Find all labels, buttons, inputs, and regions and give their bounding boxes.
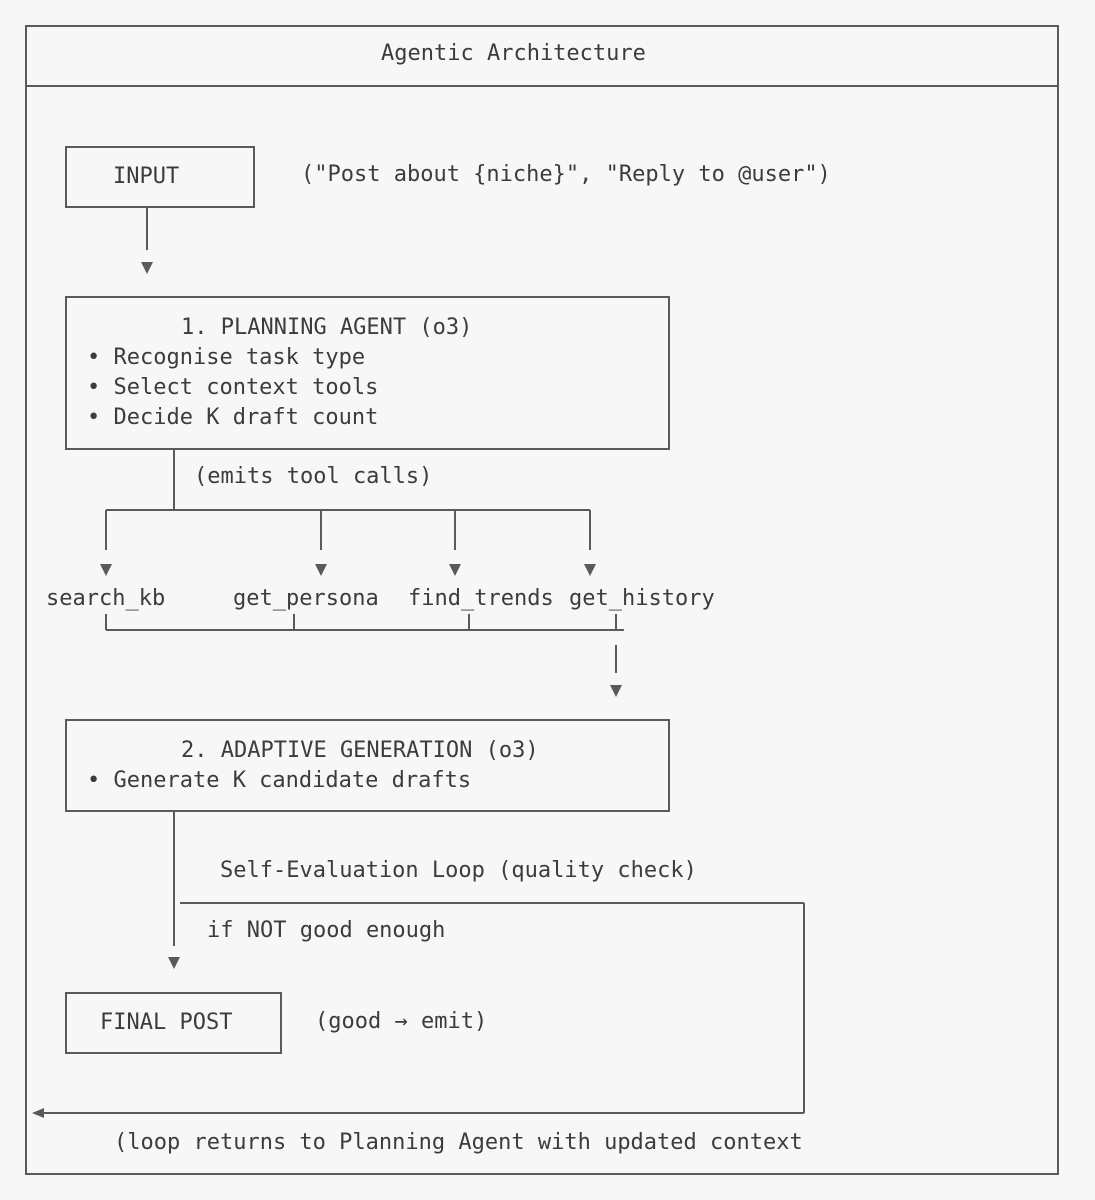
arrowhead-get-history: [584, 564, 596, 576]
planning-agent-title: 1. PLANNING AGENT (o3): [181, 315, 473, 340]
generation-bullet: • Generate K candidate drafts: [87, 768, 472, 793]
tool-get-persona: get_persona: [233, 586, 379, 611]
planning-agent-box: 1. PLANNING AGENT (o3) • Recognise task …: [65, 296, 670, 450]
final-note: (good → emit): [315, 1009, 488, 1034]
tool-get-history: get_history: [569, 586, 715, 611]
arrowhead-loop-return: [32, 1108, 44, 1118]
arrowhead-final: [168, 957, 180, 969]
planning-bullet: • Recognise task type: [87, 345, 366, 370]
tool-find-trends: find_trends: [408, 586, 554, 611]
input-examples: ("Post about {niche}", "Reply to @user"): [301, 162, 831, 187]
arrowhead-get-persona: [315, 564, 327, 576]
arrowhead-generation: [610, 685, 622, 697]
generation-title: 2. ADAPTIVE GENERATION (o3): [181, 738, 539, 763]
loop-condition: if NOT good enough: [207, 918, 446, 943]
input-label: INPUT: [113, 164, 180, 189]
loop-return-note: (loop returns to Planning Agent with upd…: [114, 1130, 803, 1155]
arrowhead-planning: [141, 262, 153, 274]
arrowhead-search-kb: [100, 564, 112, 576]
planning-bullet: • Decide K draft count: [87, 405, 379, 430]
emits-note: (emits tool calls): [194, 464, 433, 489]
outer-frame: [25, 25, 1059, 1175]
tool-search-kb: search_kb: [46, 586, 166, 611]
arrowhead-find-trends: [449, 564, 461, 576]
final-post-box: FINAL POST: [65, 992, 282, 1054]
planning-bullet: • Select context tools: [87, 375, 379, 400]
input-box: INPUT: [65, 146, 255, 208]
final-post-label: FINAL POST: [100, 1010, 233, 1035]
diagram-title: Agentic Architecture: [381, 41, 646, 66]
self-evaluation-label: Self-Evaluation Loop (quality check): [220, 858, 697, 883]
generation-box: 2. ADAPTIVE GENERATION (o3) • Generate K…: [65, 719, 670, 812]
